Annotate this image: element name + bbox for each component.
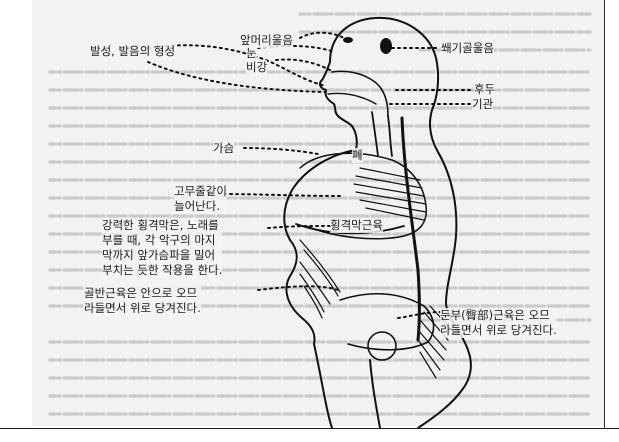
label-lung: 폐 [352,148,363,163]
page-bottom-rule [0,428,619,429]
label-sphenoid-resonance: 쐐기골울음 [441,41,494,56]
label-nasal-cavity: 비강 [246,60,267,75]
leader-gluteal [398,312,440,318]
label-ribs-expand: 고무줄같이 늘어난다. [174,184,227,214]
label-chest: 가슴 [213,141,234,156]
label-vocalization: 발성, 발음의 형성 [90,44,175,59]
page-edge-rule [604,0,605,428]
label-diaphragm: 횡격막근육 [330,218,383,233]
label-diaphragm-description: 강력한 횡격막은, 노래를 부를 때, 각 악구의 마지 막까지 앞가슴파을 밀… [102,218,222,278]
leader-chest [244,148,318,154]
label-trachea: 기관 [472,97,493,112]
leader-forehead [300,33,344,38]
leader-pelvic [258,286,338,290]
leader-ribs [218,194,340,196]
label-gluteal-muscles: 둔부(臀部)근육은 오므 라들면서 위로 당겨진다. [440,308,557,338]
label-eye: 눈 [246,46,257,61]
label-pharynx: 후두 [474,82,495,97]
leader-diaphragm-desc [268,226,330,228]
label-pelvic-muscles: 골반근육은 안으로 오므 라들면서 위로 당겨진다. [84,286,201,316]
